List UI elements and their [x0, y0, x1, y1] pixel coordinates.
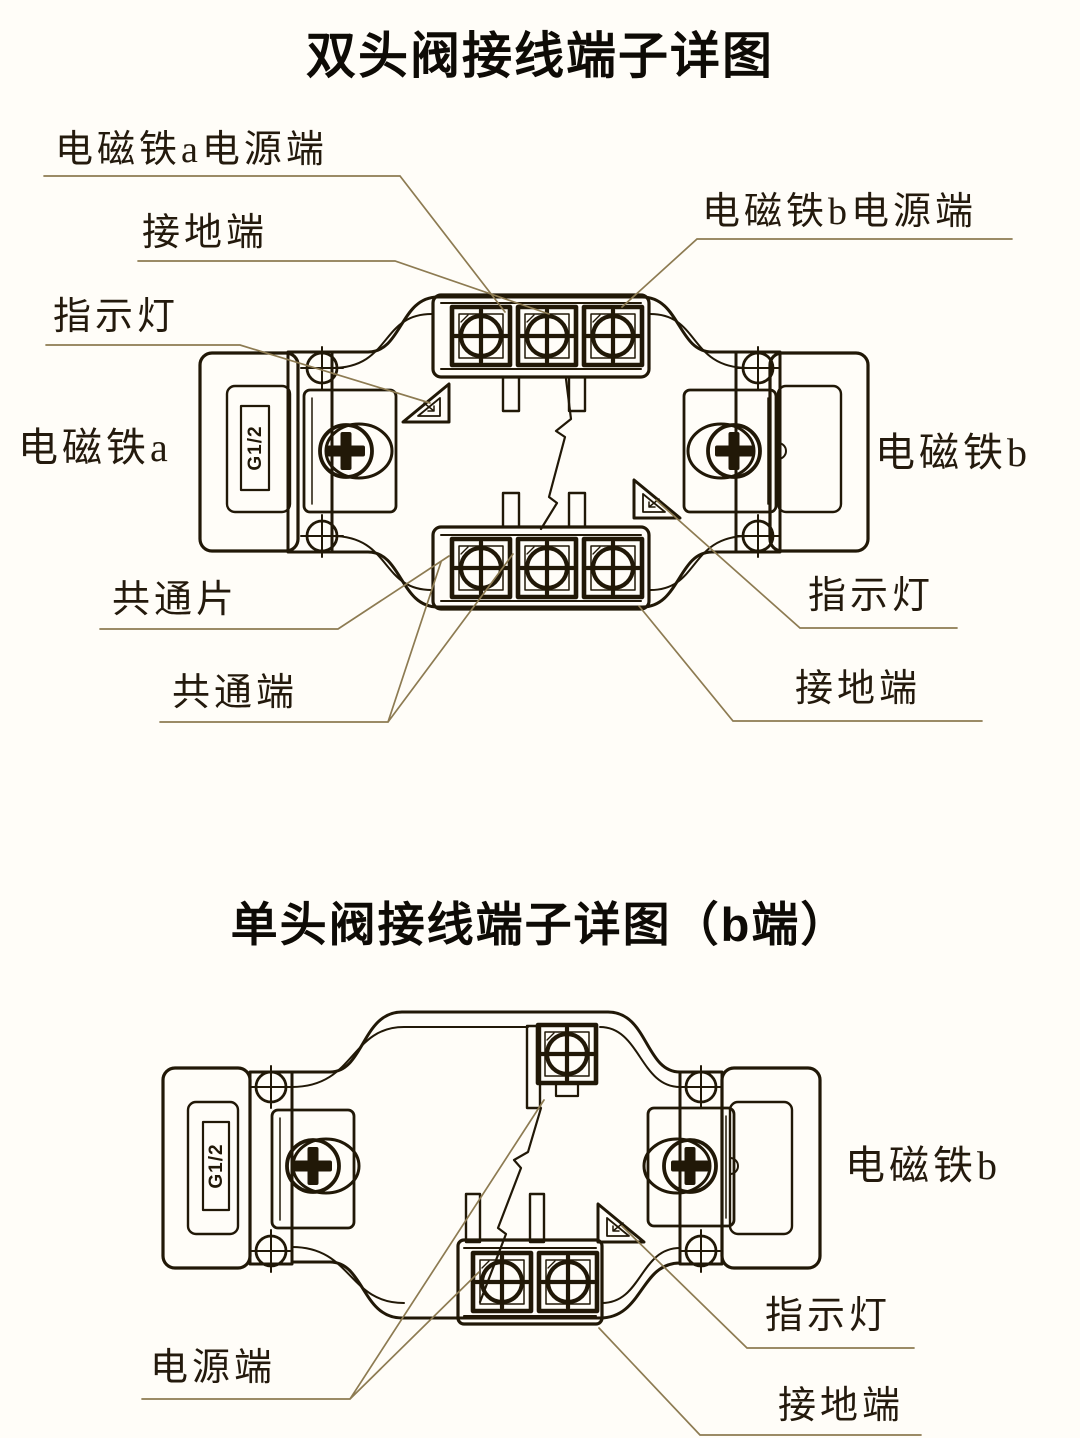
terminal-screw-icon — [539, 1253, 597, 1311]
phillips-screw-icon — [285, 1137, 361, 1195]
terminal-screw-icon — [584, 307, 642, 365]
solenoid-b-end-cap — [682, 345, 870, 559]
label-solenoid-a-power: 电磁铁a电源端 — [55, 129, 328, 171]
solenoid-b-end-cap-2 — [642, 1064, 822, 1274]
label-common-plate: 共通片 — [112, 579, 239, 621]
terminal-screw-icon — [473, 1253, 531, 1311]
break-line — [539, 377, 573, 531]
label-ground-bottom: 接地端 — [795, 668, 922, 710]
port-size-label-a: G1/2 — [245, 425, 266, 470]
terminal-screw-icon — [538, 1025, 596, 1083]
solenoid-a-end-cap: G1/2 — [198, 345, 398, 559]
blank-end-cap: G1/2 — [161, 1064, 361, 1274]
bottom-terminal-block-2 — [456, 1192, 604, 1326]
phillips-screw-icon — [686, 422, 762, 480]
label-indicator-right: 指示灯 — [808, 575, 935, 617]
mount-screw-icon — [678, 1228, 724, 1274]
diagram2-title: 单头阀接线端子详图（b端） — [230, 898, 850, 951]
phillips-screw-icon — [318, 422, 394, 480]
label-solenoid-b-2: 电磁铁b — [845, 1143, 1001, 1188]
indicator-light-icon — [596, 1202, 646, 1244]
diagram1-title: 双头阀接线端子详图 — [306, 28, 774, 84]
top-terminal-single — [525, 1025, 596, 1110]
label-ground-top: 接地端 — [142, 212, 269, 254]
terminal-screw-icon — [518, 539, 576, 597]
terminal-screw-icon — [584, 539, 642, 597]
indicator-light-b-icon — [632, 478, 682, 520]
single-valve-drawing: G1/2 — [161, 1010, 822, 1326]
diagram2-leader-lines — [141, 1099, 922, 1436]
diagram1-leader-lines — [43, 175, 1013, 723]
mount-screw-icon — [248, 1228, 294, 1274]
terminal-screw-icon — [452, 539, 510, 597]
label-indicator-2: 指示灯 — [765, 1295, 892, 1337]
label-ground-terminal-2: 接地端 — [778, 1385, 905, 1427]
terminal-screw-icon — [452, 307, 510, 365]
break-line-2 — [478, 1106, 543, 1304]
label-solenoid-b: 电磁铁b — [875, 430, 1031, 475]
top-terminal-block — [431, 293, 651, 413]
label-power-terminal: 电源端 — [150, 1347, 277, 1389]
indicator-light-a-icon — [401, 382, 451, 424]
label-indicator-left: 指示灯 — [53, 296, 180, 338]
label-solenoid-a: 电磁铁a — [18, 425, 172, 470]
terminal-screw-icon — [518, 307, 576, 365]
label-solenoid-b-power: 电磁铁b电源端 — [702, 191, 978, 233]
bottom-terminal-block — [431, 491, 651, 611]
label-common-terminal: 共通端 — [172, 672, 299, 714]
double-valve-drawing: G1/2 — [198, 293, 870, 611]
port-size-label: G1/2 — [206, 1143, 227, 1188]
